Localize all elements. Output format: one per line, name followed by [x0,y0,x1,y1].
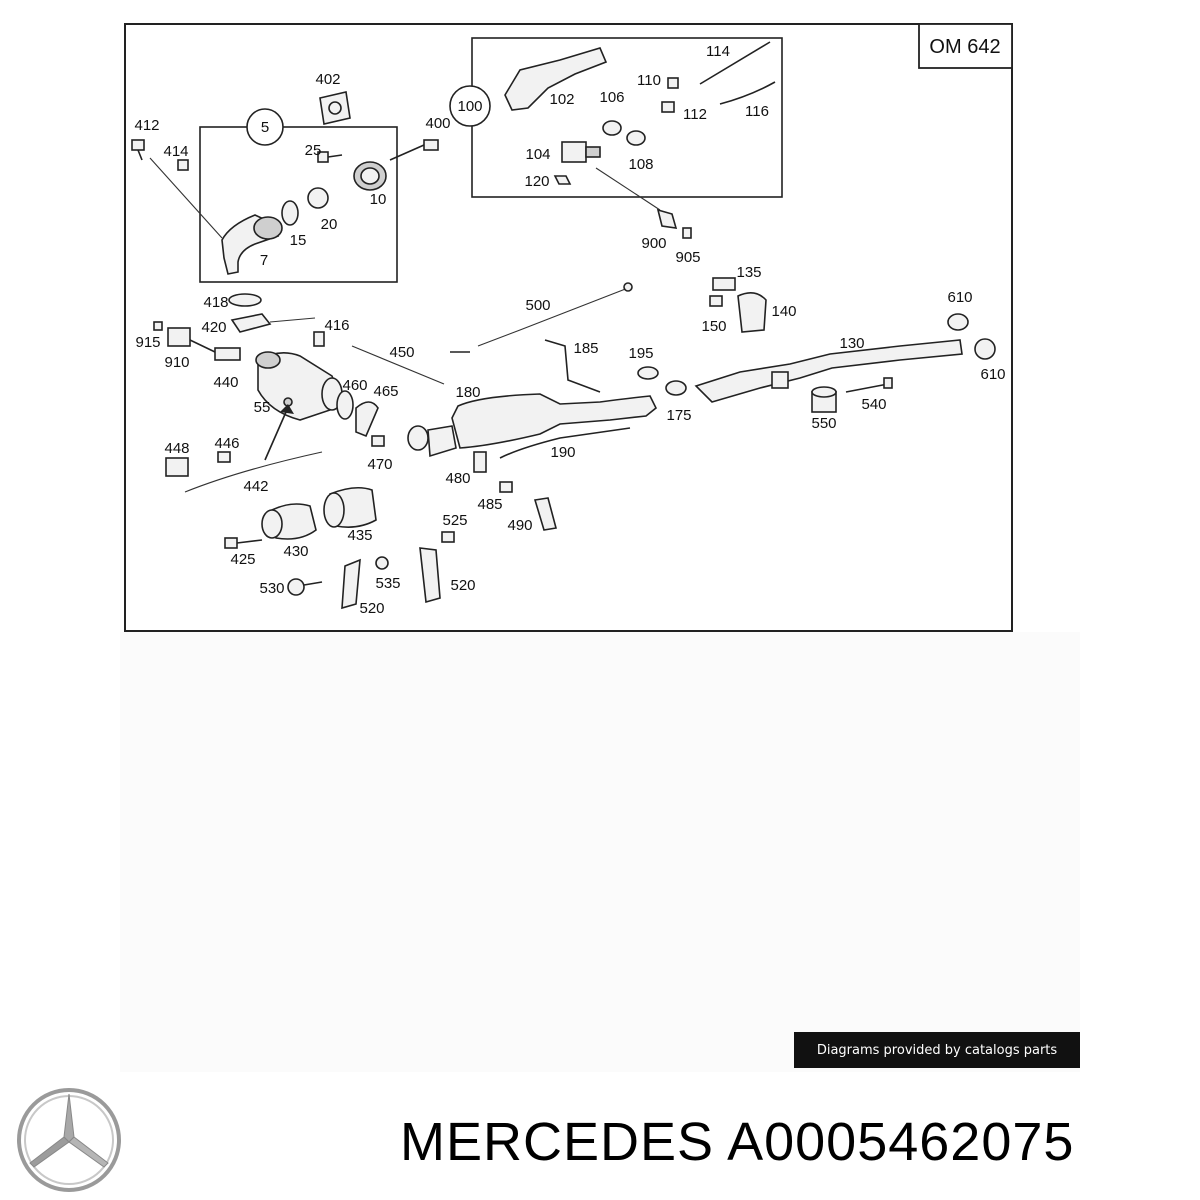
part-label: 470 [367,456,392,473]
clamp-10-drawing [307,161,387,209]
part-label: 15 [290,232,307,249]
part-label: 175 [666,407,691,424]
part-label: 520 [359,600,384,617]
cable-450-drawing [351,345,445,385]
part-label: 25 [305,142,322,159]
part-label: 185 [573,340,598,357]
part-label: 416 [324,317,349,334]
sensor-cable-442-drawing [165,404,323,493]
part-label: 540 [861,396,886,413]
part-label: 900 [641,235,666,252]
part-label: 20 [321,216,338,233]
exhaust-elbow-drawing [149,157,299,275]
part-label: 610 [947,289,972,306]
part-label: 430 [283,543,308,560]
part-label: 550 [811,415,836,432]
sensor-900-drawing [595,167,692,239]
bracket-102-drawing [504,47,608,111]
part-label: 420 [201,319,226,336]
part-label: 440 [213,374,238,391]
part-label: 402 [315,71,340,88]
gaskets-418-420-drawing [228,293,325,347]
tailpipe-130-drawing [694,313,996,403]
part-label: 485 [477,496,502,513]
pipe-190-drawing [473,427,631,473]
engine-label-box: OM 642 [918,23,1013,69]
part-number: A0005462075 [727,1112,1075,1172]
group-100-label: 100 [457,98,482,115]
valve-104-drawing [553,77,679,185]
part-label: 610 [980,366,1005,383]
part-label: 10 [370,191,387,208]
mercedes-star-icon [17,1088,121,1192]
part-label: 435 [347,527,372,544]
part-label: 108 [628,156,653,173]
bracket-490-drawing [450,351,557,531]
part-label: 190 [550,444,575,461]
brackets-520-drawing [287,531,455,610]
part-label: 104 [525,146,550,163]
group-100-box: 100 [449,37,783,198]
hanger-140-drawing [709,277,767,333]
dpf-180-drawing [407,393,658,458]
part-label: 135 [736,264,761,281]
part-labels: 402 412 414 25 400 10 20 15 7 102 106 10… [134,43,1005,617]
part-label: 425 [230,551,255,568]
part-label: 520 [450,577,475,594]
part-label: 446 [214,435,239,452]
part-label: 414 [163,143,188,160]
part-label: 442 [243,478,268,495]
part-label: 7 [260,252,268,269]
part-label: 140 [771,303,796,320]
part-label: 114 [706,43,730,60]
part-label: 102 [549,91,574,108]
clamp-195-drawing [637,366,687,396]
part-label: 465 [373,383,398,400]
brand-name: MERCEDES [400,1112,715,1172]
rings-460-465-drawing [336,390,385,447]
part-label: 480 [445,470,470,487]
part-label: 400 [425,115,450,132]
part-label: 150 [701,318,726,335]
part-label: 905 [675,249,700,266]
part-label: 535 [375,575,400,592]
diagram-credit-badge: Diagrams provided by catalogs parts [794,1032,1080,1068]
part-label: 910 [164,354,189,371]
diagram-background [120,632,1080,1072]
part-label: 116 [745,103,769,120]
product-title: MERCEDES A0005462075 [400,1111,1190,1181]
group-5-box: 5 [199,108,398,283]
mufflers-430-435-drawing [224,486,377,549]
sensor-line-500-drawing [477,282,633,393]
part-label: 500 [525,297,550,314]
part-label: 130 [839,335,864,352]
rubber-550-bolt-540-drawing [811,377,893,413]
part-label: 180 [455,384,480,401]
part-label: 112 [683,106,707,123]
gasket-402-drawing [319,91,351,125]
brand-footer: MERCEDES A0005462075 [0,1085,1200,1195]
part-label: 460 [342,377,367,394]
part-label: 448 [164,440,189,457]
part-label: 120 [524,173,549,190]
catalytic-converter-440-drawing [255,351,343,421]
bolt-drawings [131,139,439,171]
part-label: 418 [203,294,228,311]
part-label: 195 [628,345,653,362]
part-label: 915 [135,334,160,351]
sensor-910-drawing [153,321,241,361]
part-label: 412 [134,117,159,134]
group-5-label: 5 [261,119,269,136]
part-label: 450 [389,344,414,361]
part-label: 525 [442,512,467,529]
pipes-114-116-drawing [699,41,776,105]
part-label: 110 [637,72,661,89]
part-label: 490 [507,517,532,534]
part-label: 530 [259,580,284,597]
part-label: 55 [254,399,271,416]
part-label: 106 [599,89,624,106]
engine-label: OM 642 [929,36,1000,58]
